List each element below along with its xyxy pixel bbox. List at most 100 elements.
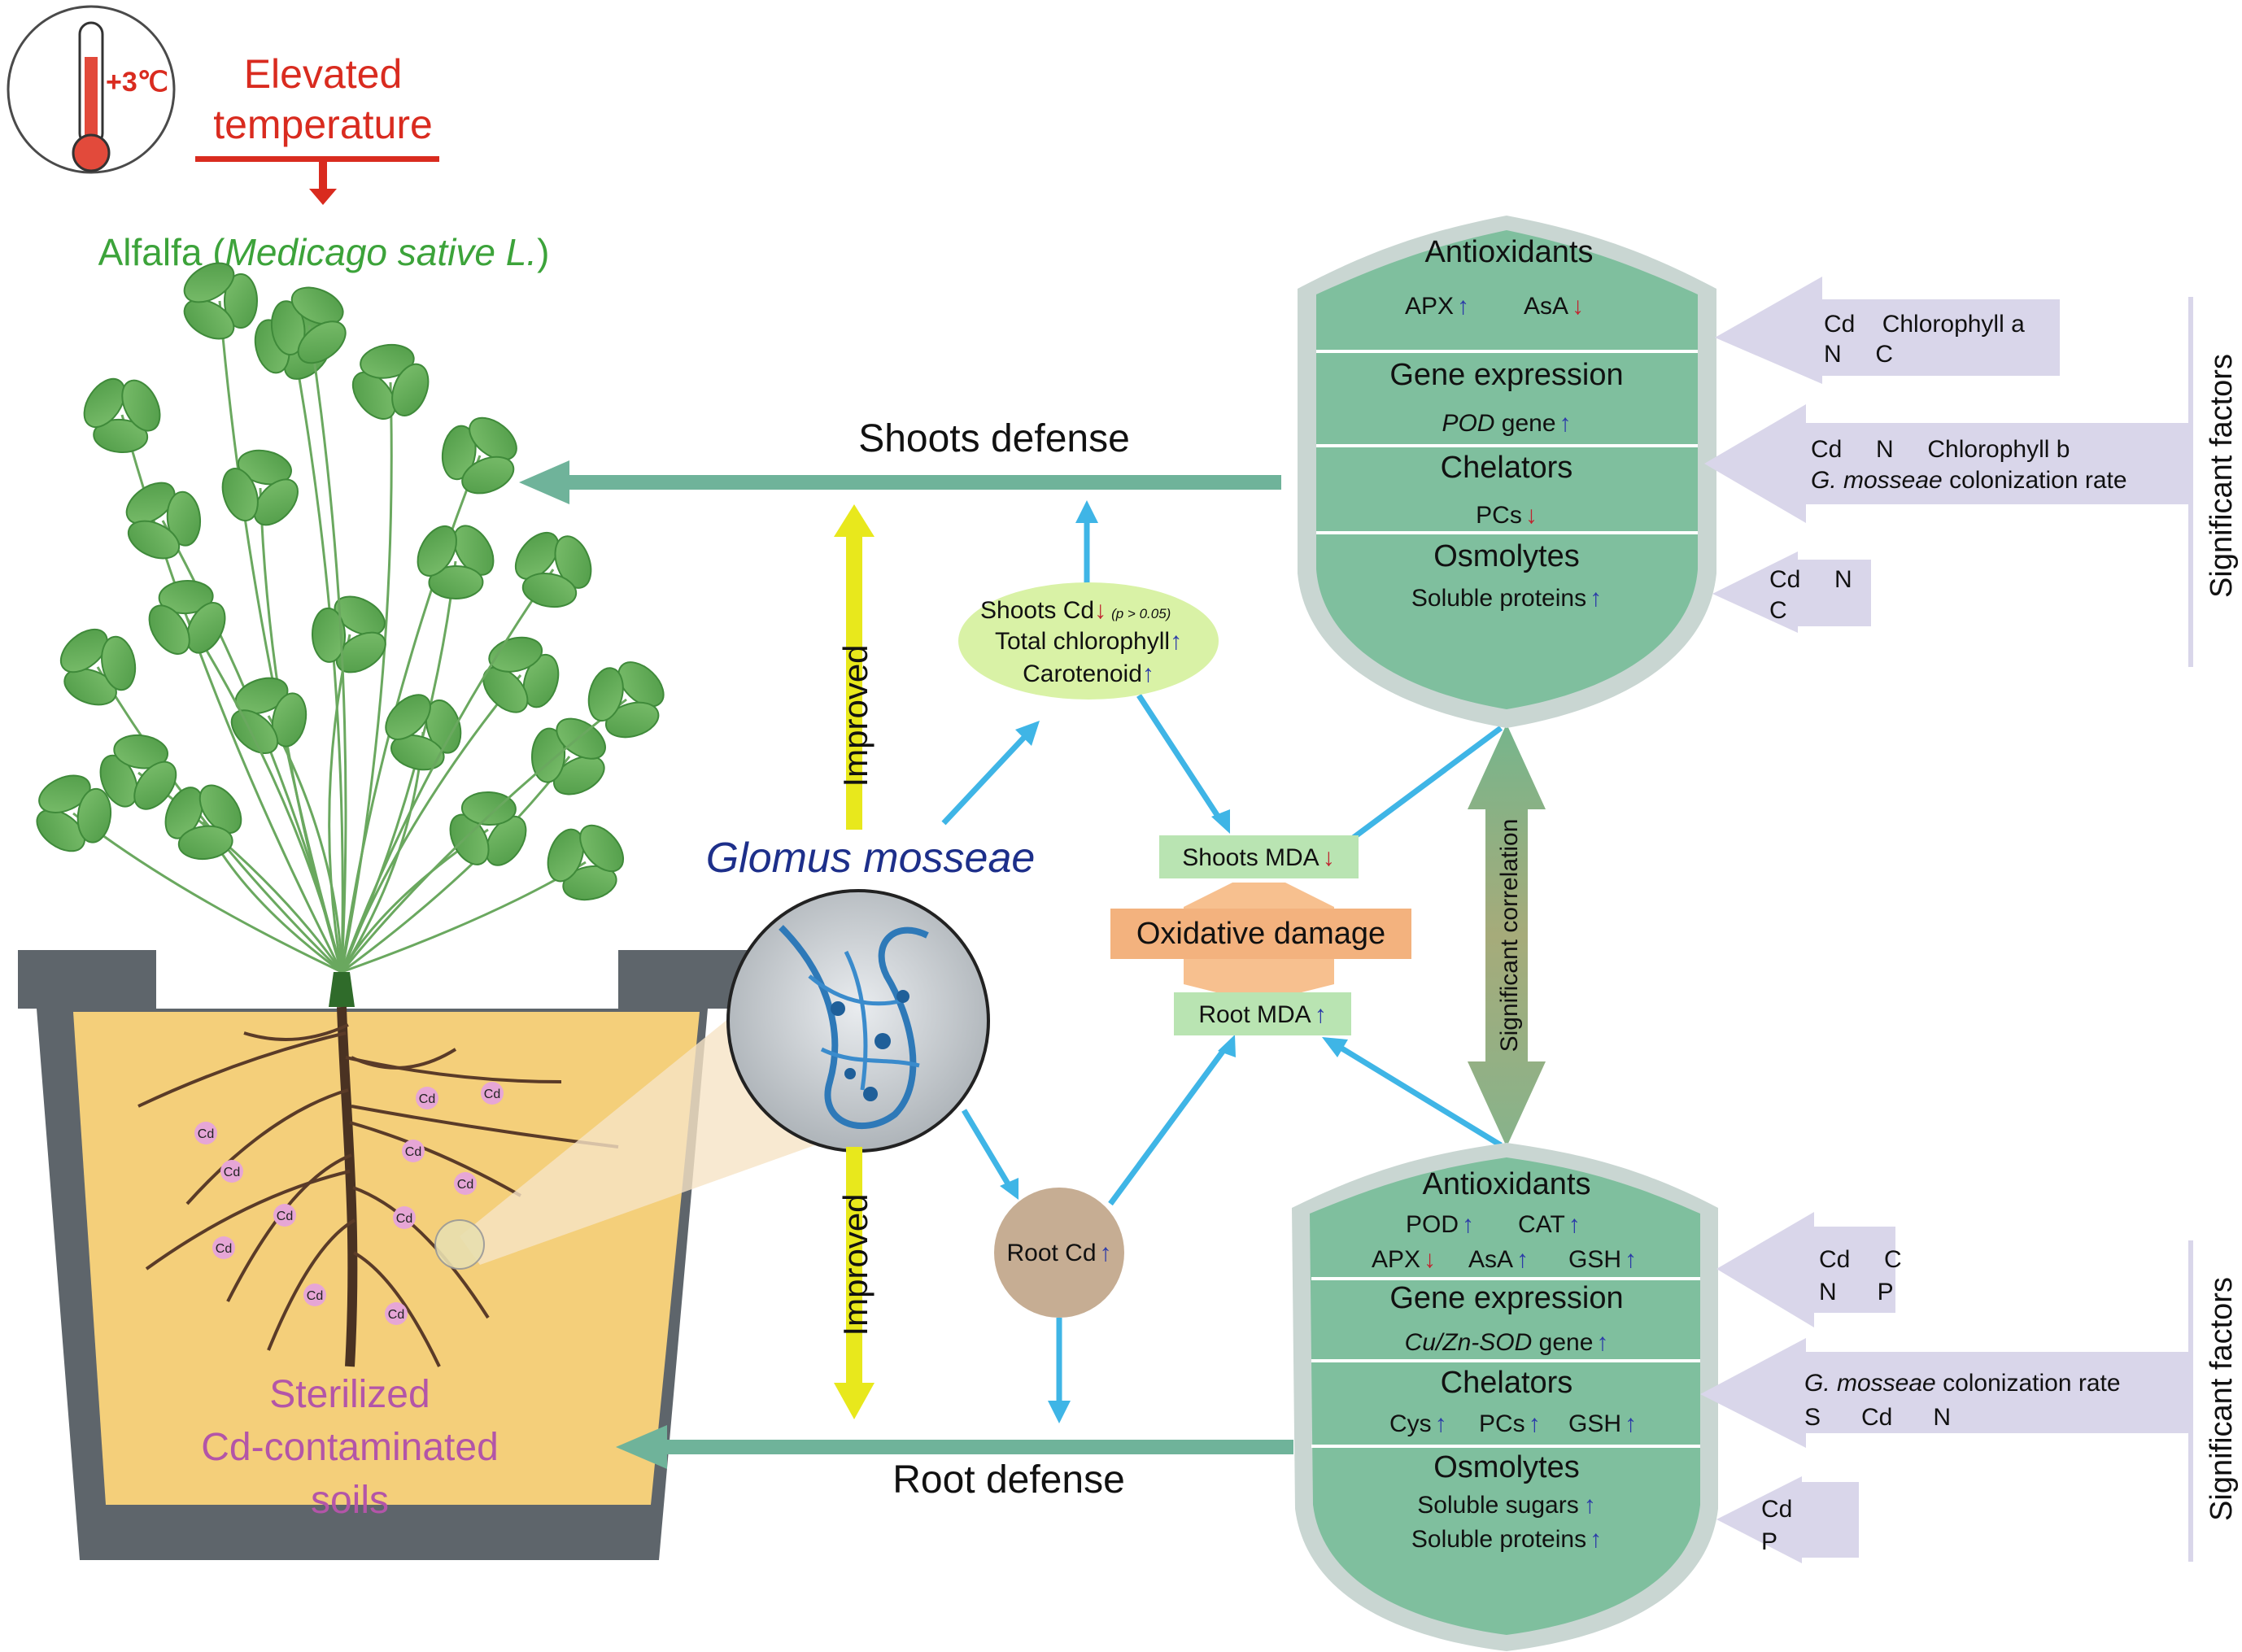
cd-particle-label: Cd <box>419 1092 435 1106</box>
improved-down-arrow <box>834 1147 875 1419</box>
cd-particle-label: Cd <box>198 1127 214 1141</box>
plant-stem <box>340 674 522 973</box>
leaf <box>562 865 617 901</box>
improved-up-arrow <box>834 504 875 830</box>
root-cd-circle <box>994 1188 1124 1318</box>
leaf <box>221 468 259 522</box>
leaf <box>133 761 177 810</box>
root-factor-arrows <box>1700 1212 2188 1563</box>
shoots-defense-label: Shoots defense <box>858 417 1130 460</box>
cd-particle-label: Cd <box>457 1178 473 1192</box>
root-factor-1-line2: N P <box>1819 1279 1894 1305</box>
root-factor-2-line2: S Cd N <box>1804 1404 1951 1431</box>
shoot-factors-bracket <box>2188 297 2193 667</box>
shoot-factor-2-line1: Cd N Chlorophyll b <box>1811 436 2070 463</box>
leaf <box>76 787 112 843</box>
plant-stem <box>340 381 393 973</box>
leaf <box>59 628 108 673</box>
root-cd-label: Root Cd↑ <box>1006 1240 1111 1266</box>
leaf <box>166 490 202 547</box>
root-asa: AsA↑ <box>1468 1246 1529 1273</box>
leaf <box>514 531 560 580</box>
root-cys: Cys↑ <box>1389 1410 1447 1437</box>
leaf <box>547 828 585 883</box>
root-factor-1-line1: Cd C <box>1819 1246 1902 1273</box>
shoots-mda-label: Shoots MDA↓ <box>1182 844 1334 871</box>
leaf <box>185 602 226 654</box>
lateral-root <box>185 1088 349 1205</box>
cd-particle <box>303 1284 326 1306</box>
root-mda-box <box>1174 992 1351 1035</box>
soil-label-line2: Cd-contaminated <box>201 1426 499 1469</box>
leaf <box>271 692 308 748</box>
cd-particle <box>416 1087 438 1109</box>
root-gene-expression-heading: Gene expression <box>1389 1281 1623 1315</box>
leaf <box>101 635 137 691</box>
improved-label-top: Improved <box>836 644 875 787</box>
leaf <box>469 416 517 461</box>
shoot-defense-shield <box>1298 216 1716 728</box>
leaf <box>453 525 495 576</box>
root-gsh-chelator: GSH↑ <box>1568 1410 1637 1437</box>
leaf <box>441 425 477 481</box>
fungus-name: Glomus mosseae <box>706 835 1036 882</box>
soil-label-line3: soils <box>311 1479 389 1522</box>
leaf <box>125 482 176 525</box>
cd-particle <box>454 1172 477 1195</box>
elevated-temperature-title: Elevated <box>244 51 403 97</box>
soil-label-line1: Sterilized <box>269 1373 430 1416</box>
leaf <box>335 631 386 673</box>
cd-particle <box>393 1206 416 1229</box>
lateral-root <box>267 1218 355 1351</box>
leaf <box>127 520 181 560</box>
leaf <box>224 273 258 329</box>
leaf <box>360 343 415 379</box>
cd-particle-label: Cd <box>396 1212 412 1226</box>
shoot-soluble-proteins: Soluble proteins↑ <box>1411 585 1602 612</box>
leaf <box>385 694 431 740</box>
leaf <box>485 815 527 866</box>
cd-particle <box>402 1140 425 1162</box>
significant-correlation-label: Significant correlation <box>1496 819 1523 1053</box>
shoot-osmolytes-heading: Osmolytes <box>1433 539 1579 573</box>
root-sod-gene: Cu/Zn-SOD gene↑ <box>1405 1329 1609 1356</box>
root-defense-arrow <box>616 1425 1293 1469</box>
leaf <box>553 755 605 795</box>
leaf <box>461 455 515 495</box>
cd-particle-label: Cd <box>224 1166 240 1179</box>
root-factors-bracket <box>2188 1240 2193 1562</box>
root-mda-label: Root MDA↑ <box>1198 1001 1326 1028</box>
leaf <box>579 824 625 873</box>
cd-particle <box>212 1236 235 1259</box>
root-gsh: GSH↑ <box>1568 1246 1637 1273</box>
lateral-root <box>349 1121 521 1197</box>
shoot-significant-factors-label: Significant factors <box>2205 354 2239 598</box>
shoot-asa: AsA↓ <box>1524 293 1584 320</box>
leaf <box>164 787 203 839</box>
lateral-root <box>145 1170 351 1271</box>
shoot-antioxidants-heading: Antioxidants <box>1424 235 1593 269</box>
root-defense-label: Root defense <box>892 1458 1125 1502</box>
leaf <box>522 653 560 708</box>
leaf <box>554 535 592 589</box>
leaf <box>390 734 445 771</box>
lateral-root <box>243 1023 349 1041</box>
shoot-chelators-heading: Chelators <box>1441 451 1573 485</box>
cd-particle-label: Cd <box>388 1308 404 1322</box>
root-antioxidants-heading: Antioxidants <box>1422 1167 1590 1201</box>
leaf <box>460 791 517 826</box>
zoom-spot <box>434 1219 485 1270</box>
root-soluble-proteins: Soluble proteins↑ <box>1411 1526 1602 1553</box>
shoots-cd-label: Shoots Cd↓(p > 0.05) <box>980 597 1171 624</box>
leaf <box>93 418 149 454</box>
shoots-defense-arrow <box>519 460 1281 504</box>
leaf <box>83 377 126 429</box>
lateral-root <box>226 1153 352 1302</box>
leaf <box>177 825 233 861</box>
root-apx: APX↓ <box>1372 1246 1436 1273</box>
shoot-factor-1-line2: N C <box>1824 341 1893 368</box>
oxidative-damage-box <box>1110 909 1411 959</box>
lateral-root <box>345 1056 562 1083</box>
